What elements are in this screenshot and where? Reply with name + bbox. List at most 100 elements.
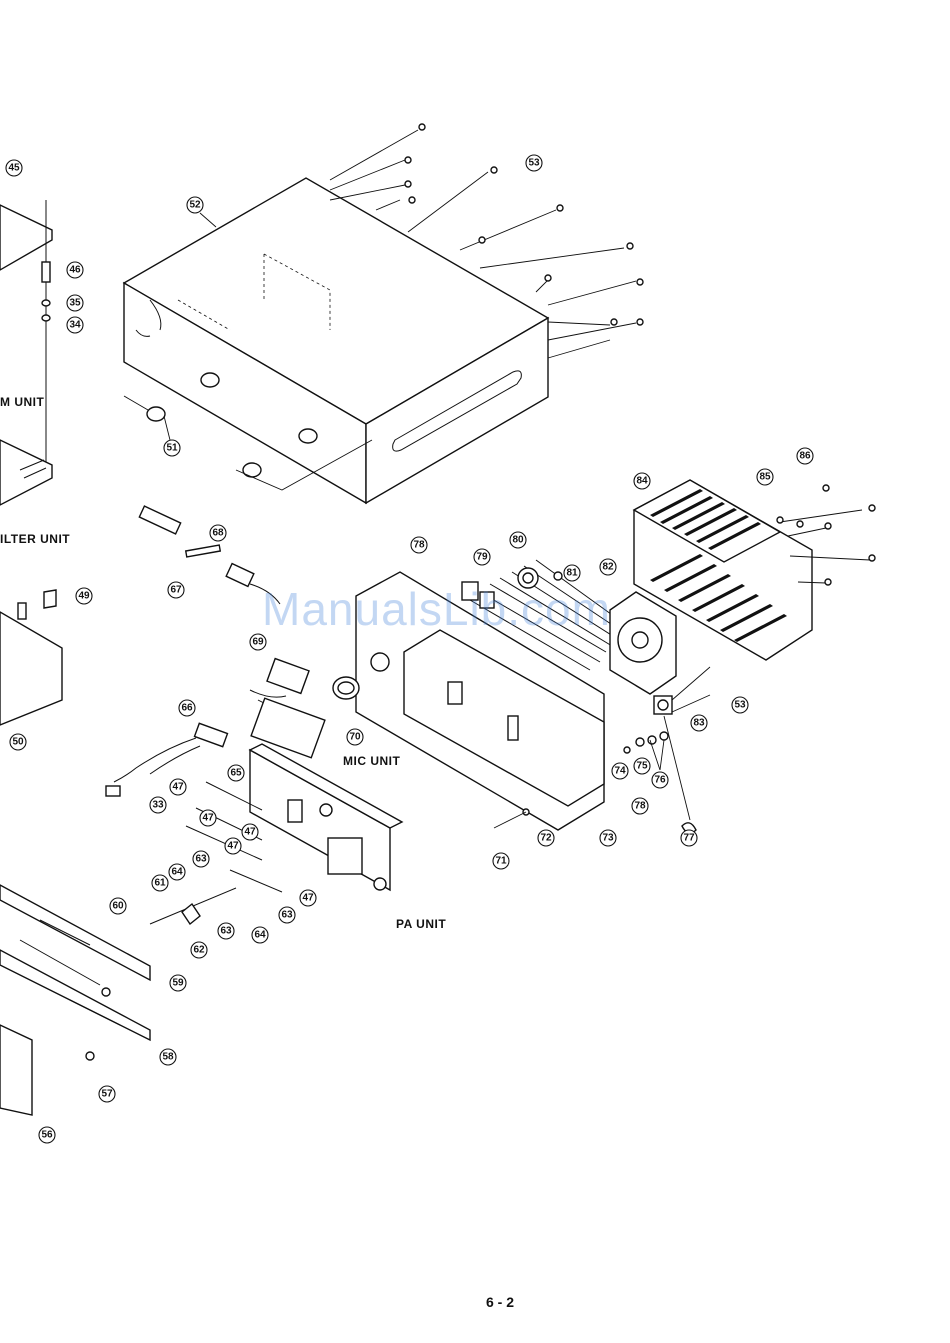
callout-83: 83 [691, 715, 707, 731]
callout-65: 65 [228, 765, 244, 781]
callout-86: 86 [797, 448, 813, 464]
cooling-fan [610, 592, 676, 694]
callout-76: 76 [652, 772, 668, 788]
callout-50: 50 [10, 734, 26, 750]
callout-69: 69 [250, 634, 266, 650]
callout-53-top: 53 [526, 155, 542, 171]
svg-text:45: 45 [8, 163, 20, 174]
callout-47-a: 47 [170, 779, 186, 795]
filter-unit-label: ILTER UNIT [0, 532, 70, 546]
svg-text:47: 47 [172, 782, 184, 793]
callout-70: 70 [347, 729, 363, 745]
svg-text:57: 57 [101, 1089, 113, 1100]
svg-text:78: 78 [413, 540, 425, 551]
callout-85: 85 [757, 469, 773, 485]
callout-67: 67 [168, 582, 184, 598]
callout-33: 33 [150, 797, 166, 813]
svg-text:64: 64 [171, 867, 183, 878]
m-unit-label: M UNIT [0, 395, 44, 409]
svg-text:49: 49 [78, 591, 90, 602]
callout-47-d: 47 [242, 824, 258, 840]
watermark-text: ManualsLib.com [262, 582, 611, 636]
pa-unit-board [150, 744, 402, 924]
callout-80: 80 [510, 532, 526, 548]
svg-text:67: 67 [170, 585, 182, 596]
callout-62: 62 [191, 942, 207, 958]
callout-82: 82 [600, 559, 616, 575]
callout-71: 71 [493, 853, 509, 869]
svg-text:51: 51 [166, 443, 178, 454]
svg-text:47: 47 [227, 841, 239, 852]
callout-79: 79 [474, 549, 490, 565]
svg-text:66: 66 [181, 703, 193, 714]
svg-text:60: 60 [112, 901, 124, 912]
callout-57: 57 [99, 1086, 115, 1102]
callout-72: 72 [538, 830, 554, 846]
callout-77: 77 [681, 830, 697, 846]
callout-75: 75 [634, 758, 650, 774]
svg-text:81: 81 [566, 568, 578, 579]
svg-text:64: 64 [254, 930, 266, 941]
svg-text:73: 73 [602, 833, 614, 844]
callout-81: 81 [564, 565, 580, 581]
callout-52: 52 [187, 197, 203, 213]
mic-unit-label: MIC UNIT [343, 754, 400, 768]
svg-text:76: 76 [654, 775, 666, 786]
callout-84: 84 [634, 473, 650, 489]
callout-47-c: 47 [225, 838, 241, 854]
svg-text:53: 53 [734, 700, 746, 711]
callout-49: 49 [76, 588, 92, 604]
svg-text:63: 63 [220, 926, 232, 937]
svg-text:50: 50 [12, 737, 24, 748]
callout-74: 74 [612, 763, 628, 779]
callout-34: 34 [67, 317, 83, 333]
case-cover-assembly [124, 124, 643, 503]
callout-58: 58 [160, 1049, 176, 1065]
svg-text:46: 46 [69, 265, 81, 276]
svg-text:62: 62 [193, 945, 205, 956]
svg-text:59: 59 [172, 978, 184, 989]
svg-text:47: 47 [302, 893, 314, 904]
svg-text:72: 72 [540, 833, 552, 844]
svg-text:83: 83 [693, 718, 705, 729]
svg-text:63: 63 [195, 854, 207, 865]
svg-text:86: 86 [799, 451, 811, 462]
svg-text:75: 75 [636, 761, 648, 772]
svg-text:77: 77 [683, 833, 695, 844]
svg-text:69: 69 [252, 637, 264, 648]
svg-text:56: 56 [41, 1130, 53, 1141]
svg-text:47: 47 [202, 813, 214, 824]
page-number: 6 - 2 [486, 1294, 514, 1310]
callout-63-b: 63 [218, 923, 234, 939]
svg-text:70: 70 [349, 732, 361, 743]
svg-text:85: 85 [759, 472, 771, 483]
mic-and-connector-parts [106, 506, 325, 796]
pa-unit-label: PA UNIT [396, 917, 446, 931]
callout-47-b: 47 [200, 810, 216, 826]
callout-73: 73 [600, 830, 616, 846]
svg-text:34: 34 [69, 320, 81, 331]
svg-text:35: 35 [69, 298, 81, 309]
svg-text:65: 65 [230, 768, 242, 779]
svg-text:80: 80 [512, 535, 524, 546]
callout-64-b: 64 [252, 927, 268, 943]
callout-66: 66 [179, 700, 195, 716]
callout-68: 68 [210, 525, 226, 541]
svg-text:79: 79 [476, 552, 488, 563]
callout-63-c: 63 [279, 907, 295, 923]
svg-text:78: 78 [634, 801, 646, 812]
svg-text:47: 47 [244, 827, 256, 838]
svg-text:53: 53 [528, 158, 540, 169]
callout-47-e: 47 [300, 890, 316, 906]
svg-text:61: 61 [154, 878, 166, 889]
callout-60: 60 [110, 898, 126, 914]
callout-45: 45 [6, 160, 22, 176]
svg-text:71: 71 [495, 856, 507, 867]
callout-78-top: 78 [411, 537, 427, 553]
svg-text:68: 68 [212, 528, 224, 539]
callout-64-a: 64 [169, 864, 185, 880]
callout-59: 59 [170, 975, 186, 991]
callout-61: 61 [152, 875, 168, 891]
svg-text:33: 33 [152, 800, 164, 811]
